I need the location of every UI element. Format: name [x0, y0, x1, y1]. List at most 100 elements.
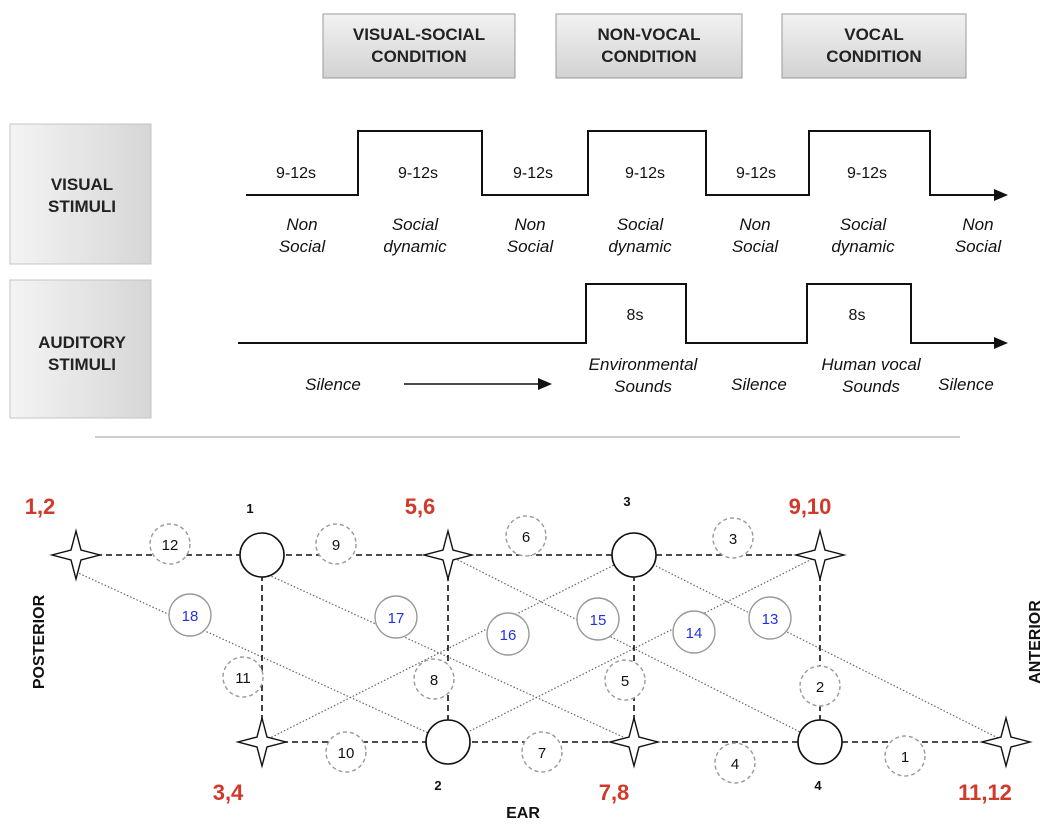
channel-circle: [521, 731, 563, 773]
visual-segment-line2: Social: [279, 237, 327, 256]
long-channel-line: [633, 554, 1007, 743]
detector-group-label: 11,12: [958, 780, 1012, 805]
channel-number: 7: [538, 745, 546, 762]
channel-circle: [884, 735, 926, 777]
long-channel-line: [75, 571, 449, 743]
channel-circle: [748, 596, 792, 640]
long-channel-line: [261, 571, 635, 743]
auditory-timeline-arrowhead: [994, 337, 1008, 349]
source-number: 2: [434, 778, 441, 793]
human-vocal-sounds-line2: Sounds: [842, 377, 900, 396]
human-vocal-sounds-line1: Human vocal: [821, 355, 921, 374]
channel-number: 12: [162, 537, 179, 554]
channel-circle: [799, 665, 841, 707]
detector-group-label: 1,2: [25, 494, 56, 519]
detector-group-label: 9,10: [789, 494, 832, 519]
visual-duration: 9-12s: [513, 165, 553, 182]
auditory-stimuli-label-line2: STIMULI: [48, 355, 116, 374]
condition-label-line2: CONDITION: [826, 47, 921, 66]
channel-circle: [374, 595, 418, 639]
channel-number: 17: [388, 610, 405, 627]
auditory-timeline: [238, 283, 996, 344]
channel-number: 9: [332, 537, 340, 554]
long-channel-line: [261, 554, 635, 743]
visual-timeline-arrowhead: [994, 189, 1008, 201]
channel-circle: [325, 731, 367, 773]
visual-segment-line1: Non: [962, 215, 993, 234]
silence-arrow-head: [538, 378, 552, 390]
condition-label-line2: CONDITION: [601, 47, 696, 66]
channel-number: 2: [816, 679, 824, 696]
channel-circle: [413, 658, 455, 700]
visual-segment-line2: dynamic: [383, 237, 447, 256]
optode-layout: 12 9 6 3 11 8 5 2 10 7 4 1 18 17 16 15 1…: [25, 494, 1044, 822]
channel-number: 6: [522, 529, 530, 546]
channel-number: 14: [686, 625, 703, 642]
ear-label: EAR: [506, 805, 540, 822]
source-node: [611, 532, 657, 578]
channel-circle: [505, 515, 547, 557]
visual-segment-line2: Social: [507, 237, 555, 256]
detector-group-label: 7,8: [599, 780, 630, 805]
channel-number: 16: [500, 627, 517, 644]
star-icon: [793, 528, 847, 582]
condition-visual-social: VISUAL-SOCIAL CONDITION: [322, 13, 516, 79]
auditory-duration: 8s: [849, 307, 866, 324]
star-icon: [421, 528, 475, 582]
condition-label-line1: NON-VOCAL: [598, 25, 701, 44]
channel-circle: [576, 597, 620, 641]
detector-group-label: 3,4: [213, 780, 244, 805]
condition-label-line2: CONDITION: [371, 47, 466, 66]
condition-vocal: VOCAL CONDITION: [781, 13, 967, 79]
source-number: 3: [623, 494, 630, 509]
visual-segment-line1: Non: [286, 215, 317, 234]
source-node: [239, 532, 285, 578]
visual-segment-line1: Social: [617, 215, 665, 234]
visual-segment-line1: Non: [514, 215, 545, 234]
auditory-silence-mid: Silence: [731, 375, 787, 394]
channel-number: 15: [590, 612, 607, 629]
auditory-stimuli-box: AUDITORY STIMULI: [9, 279, 152, 419]
channel-number: 13: [762, 611, 779, 628]
long-channel-line: [447, 554, 821, 743]
channel-number: 4: [731, 756, 739, 773]
channel-number: 3: [729, 531, 737, 548]
auditory-stimuli-label-line1: AUDITORY: [38, 333, 127, 352]
channel-circle: [712, 517, 754, 559]
visual-segment-line1: Social: [840, 215, 888, 234]
visual-stimuli-box: VISUAL STIMULI: [9, 123, 152, 265]
visual-segment-line1: Social: [392, 215, 440, 234]
detector-group-label: 5,6: [405, 494, 436, 519]
source-node: [425, 719, 471, 765]
visual-stimuli-label-line2: STIMULI: [48, 197, 116, 216]
condition-label-line1: VOCAL: [844, 25, 904, 44]
channel-number: 8: [430, 672, 438, 689]
visual-duration: 9-12s: [625, 165, 665, 182]
environmental-sounds-line1: Environmental: [589, 355, 699, 374]
channel-circle: [714, 742, 756, 784]
source-number: 4: [814, 778, 822, 793]
visual-segment-line2: Social: [955, 237, 1003, 256]
star-icon: [607, 715, 661, 769]
condition-label-line1: VISUAL-SOCIAL: [353, 25, 485, 44]
channel-number: 5: [621, 673, 629, 690]
source-number: 1: [246, 501, 253, 516]
visual-duration: 9-12s: [847, 165, 887, 182]
visual-segment-line1: Non: [739, 215, 770, 234]
channel-number: 11: [235, 670, 251, 687]
channel-circle: [604, 659, 646, 701]
auditory-silence-end: Silence: [938, 375, 994, 394]
channel-number: 18: [182, 608, 199, 625]
visual-segment-line2: Social: [732, 237, 780, 256]
long-channel-line: [447, 554, 821, 743]
visual-duration: 9-12s: [398, 165, 438, 182]
visual-duration: 9-12s: [276, 165, 316, 182]
visual-segment-line2: dynamic: [831, 237, 895, 256]
channel-circle: [222, 656, 264, 698]
anterior-label: ANTERIOR: [1027, 600, 1044, 684]
star-icon: [49, 528, 103, 582]
channel-circle: [315, 523, 357, 565]
star-icon: [235, 715, 289, 769]
source-node: [797, 719, 843, 765]
